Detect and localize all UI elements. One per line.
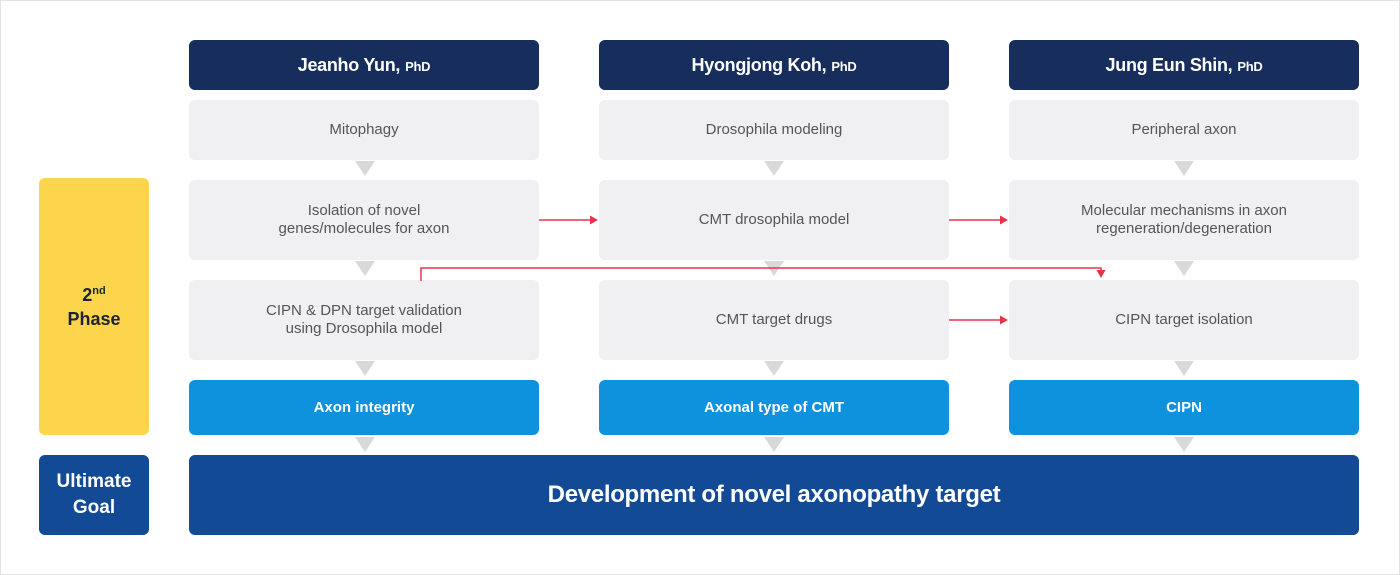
ultimate-goal-box: Development of novel axonopathy target xyxy=(189,455,1359,535)
researcher-name: Jung Eun Shin, xyxy=(1105,54,1233,75)
step-box-molecular-mechanisms: Molecular mechanisms in axon regeneratio… xyxy=(1009,180,1359,260)
researcher-degree: PhD xyxy=(1237,58,1263,74)
step-box-isolation-novel-genes: Isolation of novel genes/molecules for a… xyxy=(189,180,539,260)
phase-ordinal: 2nd xyxy=(82,284,106,305)
phase-word: Phase xyxy=(67,308,121,329)
researcher-name: Hyongjong Koh, xyxy=(691,54,827,75)
column-header-jung-eun-shin: Jung Eun Shin,PhD xyxy=(1009,40,1359,90)
step-box-cmt-target-drugs: CMT target drugs xyxy=(599,280,949,360)
step-box-cipn-dpn-validation: CIPN & DPN target validation using Droso… xyxy=(189,280,539,360)
phase-ordinal-suffix: nd xyxy=(92,284,106,297)
topic-box-mitophagy: Mitophagy xyxy=(189,100,539,160)
step-box-cmt-drosophila-model: CMT drosophila model xyxy=(599,180,949,260)
topic-box-drosophila-modeling: Drosophila modeling xyxy=(599,100,949,160)
phase-label: 2nd Phase xyxy=(39,178,149,435)
outcome-cipn: CIPN xyxy=(1009,380,1359,435)
column-header-jeanho-yun: Jeanho Yun,PhD xyxy=(189,40,539,90)
ultimate-goal-label: Ultimate Goal xyxy=(39,455,149,535)
researcher-degree: PhD xyxy=(831,58,857,74)
researcher-name: Jeanho Yun, xyxy=(297,54,401,75)
outcome-axonal-cmt: Axonal type of CMT xyxy=(599,380,949,435)
topic-box-peripheral-axon: Peripheral axon xyxy=(1009,100,1359,160)
researcher-degree: PhD xyxy=(405,58,431,74)
step-box-cipn-target-isolation: CIPN target isolation xyxy=(1009,280,1359,360)
outcome-axon-integrity: Axon integrity xyxy=(189,380,539,435)
column-header-hyongjong-koh: Hyongjong Koh,PhD xyxy=(599,40,949,90)
